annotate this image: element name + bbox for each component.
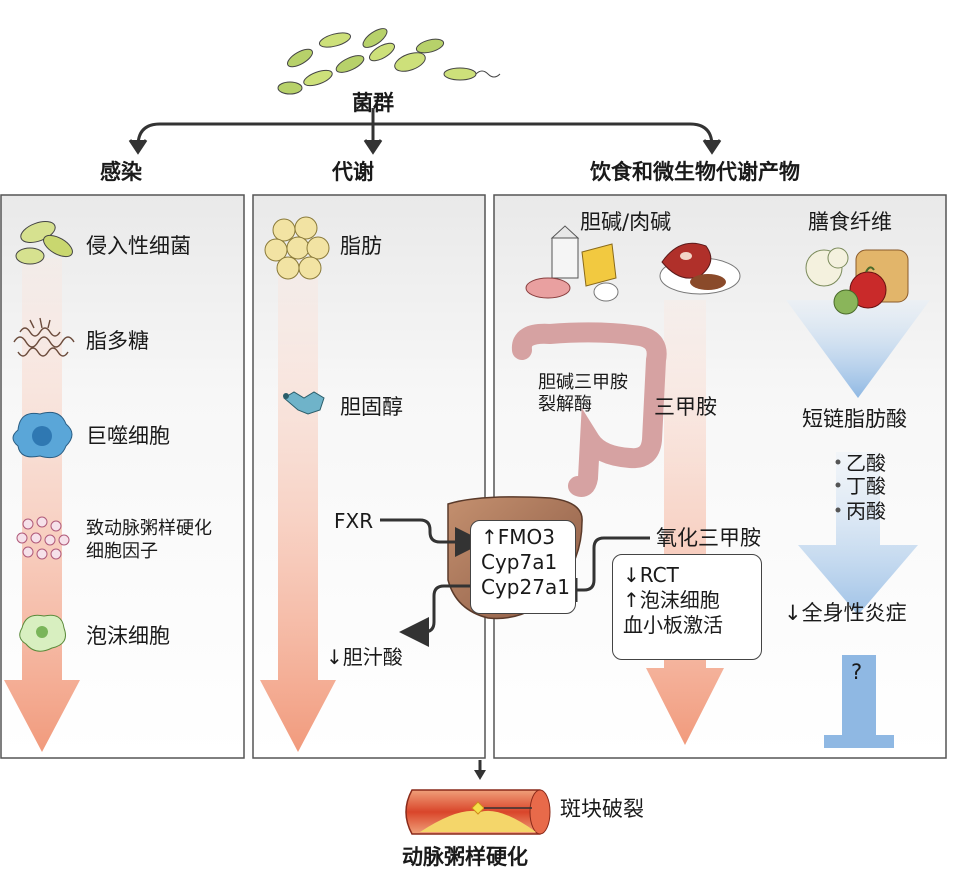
plaque-rupture-label: 斑块破裂 — [560, 797, 644, 821]
bullet-dot — [835, 482, 841, 488]
bullet-dot — [835, 459, 841, 465]
tmao-connector — [576, 536, 650, 592]
platelet-line: 血小板激活 — [623, 613, 723, 637]
butyrate-label: 丁酸 — [846, 474, 886, 498]
intestine-icon — [511, 322, 667, 497]
atherosclerosis-label: 动脉粥样硬化 — [402, 845, 528, 869]
propionate-label: 丙酸 — [846, 499, 886, 523]
fat-label: 脂肪 — [340, 234, 382, 258]
cholesterol-label: 胆固醇 — [340, 395, 403, 419]
invasive-bacteria-icon — [15, 221, 73, 265]
invasive-bacteria-label: 侵入性细菌 — [86, 234, 191, 258]
scfa-label: 短链脂肪酸 — [802, 407, 907, 431]
liver-enzyme-box: ↑FMO3 Cyp7a1 Cyp27a1 — [470, 520, 576, 614]
lps-icon — [13, 317, 75, 357]
fxr-arrow — [380, 518, 485, 557]
cyp27a1-line: Cyp27a1 — [481, 575, 570, 599]
choline-label: 胆碱/肉碱 — [580, 210, 672, 234]
diet-header: 饮食和微生物代谢产物 — [590, 160, 800, 184]
fiber-label: 膳食纤维 — [808, 210, 892, 234]
acetate-label: 乙酸 — [846, 451, 886, 475]
bile-acid-label: ↓胆汁酸 — [326, 645, 403, 669]
atherogenic-label: 致动脉粥样硬化 — [86, 518, 212, 539]
tma-label: 三甲胺 — [654, 395, 717, 419]
food-choline-icon — [525, 225, 741, 302]
bullet-dot — [835, 507, 841, 513]
cholesterol-molecule-icon — [283, 391, 325, 415]
infection-header: 感染 — [100, 160, 142, 184]
foam-cell-label: 泡沫细胞 — [86, 624, 170, 648]
down-arrow-head — [474, 770, 486, 780]
fiber-arrow-head — [786, 300, 930, 398]
metabolism-arrow — [260, 258, 336, 752]
bacteria-cluster-icon — [277, 28, 501, 95]
fat-cells-icon — [264, 216, 330, 280]
foam-cell-icon — [19, 614, 66, 652]
metabolism-header: 代谢 — [332, 160, 374, 184]
foam-cell-line: ↑泡沫细胞 — [623, 588, 720, 612]
scfa-arrow — [798, 452, 918, 615]
food-fiber-icon — [805, 247, 909, 315]
enzyme-label-2: 裂解酶 — [538, 394, 592, 415]
macrophage-icon — [12, 411, 73, 459]
cytokines-icon — [16, 516, 70, 560]
question-mark: ? — [851, 660, 863, 684]
microbiota-label: 菌群 — [352, 91, 394, 115]
fxr-label: FXR — [334, 509, 374, 533]
rct-line: ↓RCT — [623, 563, 679, 587]
bile-acid-arrow — [399, 584, 470, 647]
cytokine-label: 细胞因子 — [86, 541, 158, 562]
cyp7a1-line: Cyp7a1 — [481, 550, 558, 574]
tmao-label: 氧化三甲胺 — [656, 526, 761, 550]
tmao-effects-box: ↓RCT ↑泡沫细胞 血小板激活 — [612, 554, 762, 660]
top-branch-arrows — [128, 108, 722, 155]
fmo3-line: ↑FMO3 — [481, 525, 555, 549]
macrophage-label: 巨噬细胞 — [86, 424, 170, 448]
lps-label: 脂多糖 — [86, 329, 149, 353]
enzyme-label-1: 胆碱三甲胺 — [538, 372, 628, 393]
artery-icon — [405, 789, 551, 835]
inflammation-label: ↓全身性炎症 — [784, 601, 907, 625]
inhibition-bar — [824, 655, 894, 748]
